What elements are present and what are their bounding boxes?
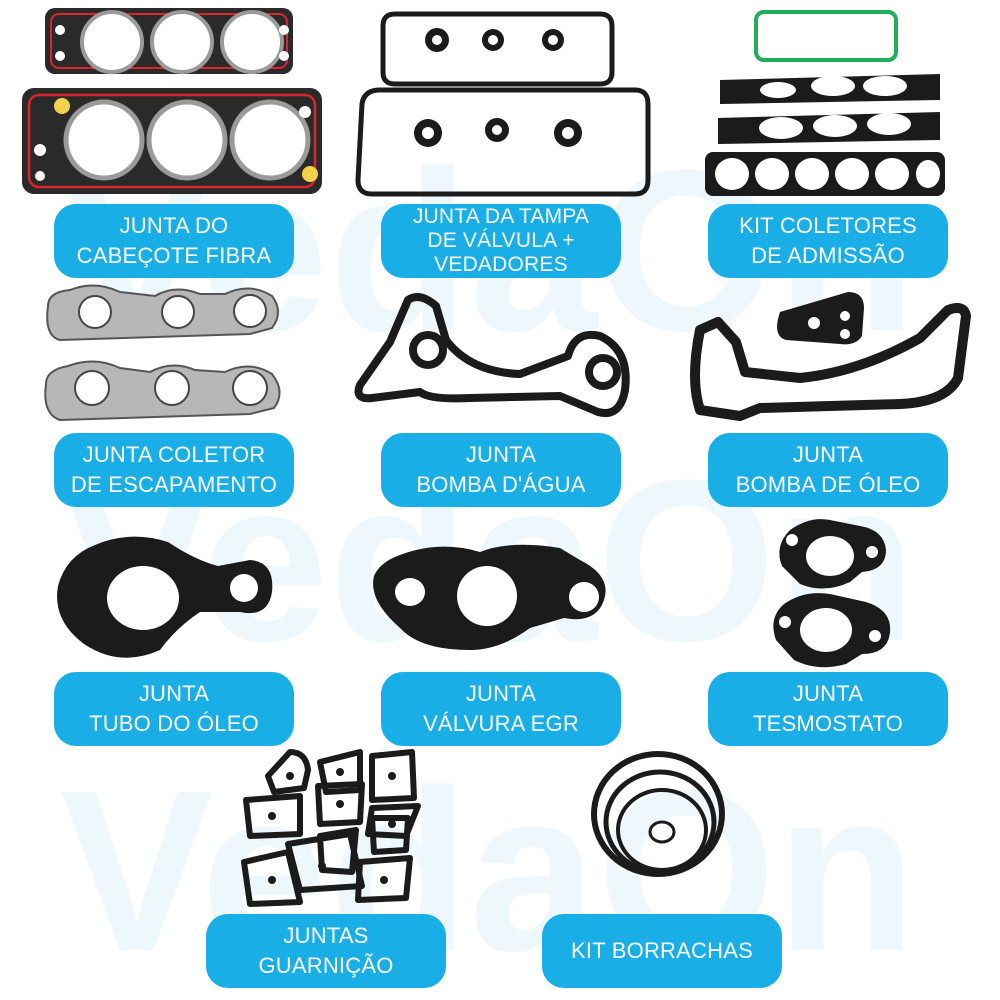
label-line: JUNTA DO bbox=[119, 213, 229, 238]
label-line: JUNTA bbox=[465, 681, 537, 706]
label-admissao: KIT COLETORES DE ADMISSÃO bbox=[708, 204, 948, 278]
intake-manifold-gasket-icon bbox=[705, 10, 945, 196]
label-line: JUNTA COLETOR bbox=[82, 442, 266, 467]
label-line: KIT BORRACHAS bbox=[571, 938, 753, 963]
label-tubo-oleo: JUNTA TUBO DO ÓLEO bbox=[54, 672, 294, 746]
label-line: JUNTA bbox=[465, 442, 537, 467]
label-egr: JUNTA VÁLVURA EGR bbox=[381, 672, 621, 746]
egr-valve-gasket-icon bbox=[373, 544, 606, 650]
label-line: KIT COLETORES bbox=[739, 213, 917, 238]
label-line: JUNTA bbox=[792, 681, 864, 706]
o-ring-kit-icon bbox=[591, 751, 725, 877]
label-guarnicao: JUNTAS GUARNIÇÃO bbox=[206, 914, 446, 988]
label-line: JUNTA DA TAMPA bbox=[412, 205, 590, 228]
label-line: VÁLVURA EGR bbox=[423, 711, 579, 736]
oil-tube-gasket-icon bbox=[57, 536, 273, 658]
thermostat-gasket-icon bbox=[773, 519, 891, 668]
label-line: GUARNIÇÃO bbox=[258, 953, 394, 978]
label-line: CABEÇOTE FIBRA bbox=[76, 243, 272, 268]
water-pump-gasket-icon bbox=[354, 293, 630, 417]
label-line: TUBO DO ÓLEO bbox=[89, 711, 259, 736]
label-borrachas: KIT BORRACHAS bbox=[542, 914, 782, 988]
label-tampa: JUNTA DA TAMPA DE VÁLVULA + VEDADORES bbox=[381, 204, 621, 278]
label-escapamento: JUNTA COLETOR DE ESCAPAMENTO bbox=[54, 433, 294, 507]
label-line: BOMBA DE ÓLEO bbox=[735, 472, 921, 497]
exhaust-manifold-gasket-icon bbox=[44, 284, 281, 422]
label-line: JUNTA bbox=[138, 681, 210, 706]
label-bomba-agua: JUNTA BOMBA D'ÁGUA bbox=[381, 433, 621, 507]
cylinder-head-gasket-icon bbox=[22, 8, 322, 194]
label-line: VEDADORES bbox=[434, 253, 568, 276]
label-line: TESMOSTATO bbox=[753, 711, 903, 736]
label-line: DE ADMISSÃO bbox=[751, 243, 905, 268]
assorted-gaskets-icon bbox=[241, 749, 421, 907]
valve-cover-gasket-icon bbox=[355, 11, 651, 197]
label-line: DE VÁLVULA + bbox=[427, 229, 575, 252]
label-cabecote: JUNTA DO CABEÇOTE FIBRA bbox=[54, 204, 294, 278]
label-line: BOMBA D'ÁGUA bbox=[416, 472, 586, 497]
label-line: JUNTA bbox=[792, 442, 864, 467]
label-bomba-oleo: JUNTA BOMBA DE ÓLEO bbox=[708, 433, 948, 507]
label-line: DE ESCAPAMENTO bbox=[70, 472, 278, 497]
label-termostato: JUNTA TESMOSTATO bbox=[708, 672, 948, 746]
oil-pump-gasket-icon bbox=[690, 292, 971, 421]
label-line: JUNTAS bbox=[283, 923, 369, 948]
